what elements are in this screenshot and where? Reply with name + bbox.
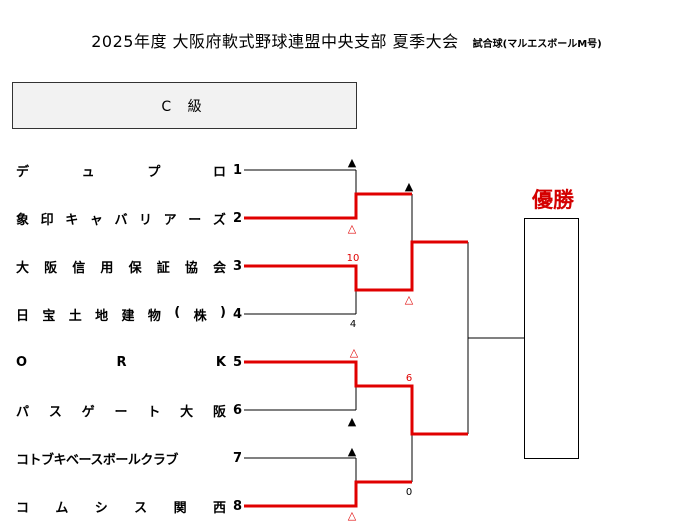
champion-box <box>524 218 579 459</box>
ball-note: 試合球(マルエスボールM号) <box>472 39 602 50</box>
team-seed: 1 <box>232 162 242 178</box>
team-row: コトブキベースボールクラブ 7 <box>16 448 242 468</box>
team-seed: 4 <box>232 306 242 322</box>
class-label: C 級 <box>161 98 208 115</box>
team-name: 象印キャバリアーズ <box>16 212 226 228</box>
score-m4-bot: △ <box>348 509 357 522</box>
score-m1-bot: △ <box>348 222 357 235</box>
champion-label: 優勝 <box>532 187 574 212</box>
score-m3-bot: ▲ <box>348 415 357 428</box>
score-m4-top: ▲ <box>348 445 357 458</box>
team-seed: 8 <box>232 498 242 514</box>
team-name: デュプロ <box>16 164 226 180</box>
team-name: 大阪信用保証協会 <box>16 260 226 276</box>
score-s1-bot: △ <box>405 293 414 306</box>
score-s1-top: ▲ <box>405 180 414 193</box>
team-seed: 2 <box>232 210 242 226</box>
score-s2-bot: 0 <box>406 487 412 498</box>
winner-path-2 <box>244 192 412 220</box>
score-m3-top: △ <box>350 346 359 359</box>
team-name: パスゲート大阪 <box>16 404 226 420</box>
team-row: 日宝土地建物(株) 4 <box>16 304 242 324</box>
team-row: 象印キャバリアーズ 2 <box>16 208 242 228</box>
team-row: コムシス関西 8 <box>16 496 242 516</box>
winner-path-5 <box>244 360 468 436</box>
team-seed: 7 <box>232 450 242 466</box>
team-seed: 3 <box>232 258 242 274</box>
team-row: デュプロ 1 <box>16 160 242 180</box>
tournament-title: 2025年度 大阪府軟式野球連盟中央支部 夏季大会 <box>91 32 459 51</box>
team-name: コムシス関西 <box>16 500 226 516</box>
team-name: コトブキベースボールクラブ <box>16 452 178 468</box>
class-label-box: C 級 <box>12 82 357 129</box>
page-title: 2025年度 大阪府軟式野球連盟中央支部 夏季大会 試合球(マルエスボールM号) <box>0 28 693 52</box>
team-seed: 6 <box>232 402 242 418</box>
winner-path-3 <box>244 240 468 292</box>
score-m2-bot: 4 <box>350 319 356 330</box>
score-m1-top: ▲ <box>348 156 357 169</box>
score-s2-top: 6 <box>406 373 412 384</box>
score-m2-top: 10 <box>347 253 360 264</box>
winner-path-8 <box>244 480 412 508</box>
team-name: 日宝土地建物(株) <box>16 304 226 324</box>
team-row: 大阪信用保証協会 3 <box>16 256 242 276</box>
team-row: パスゲート大阪 6 <box>16 400 242 420</box>
team-seed: 5 <box>232 354 242 370</box>
